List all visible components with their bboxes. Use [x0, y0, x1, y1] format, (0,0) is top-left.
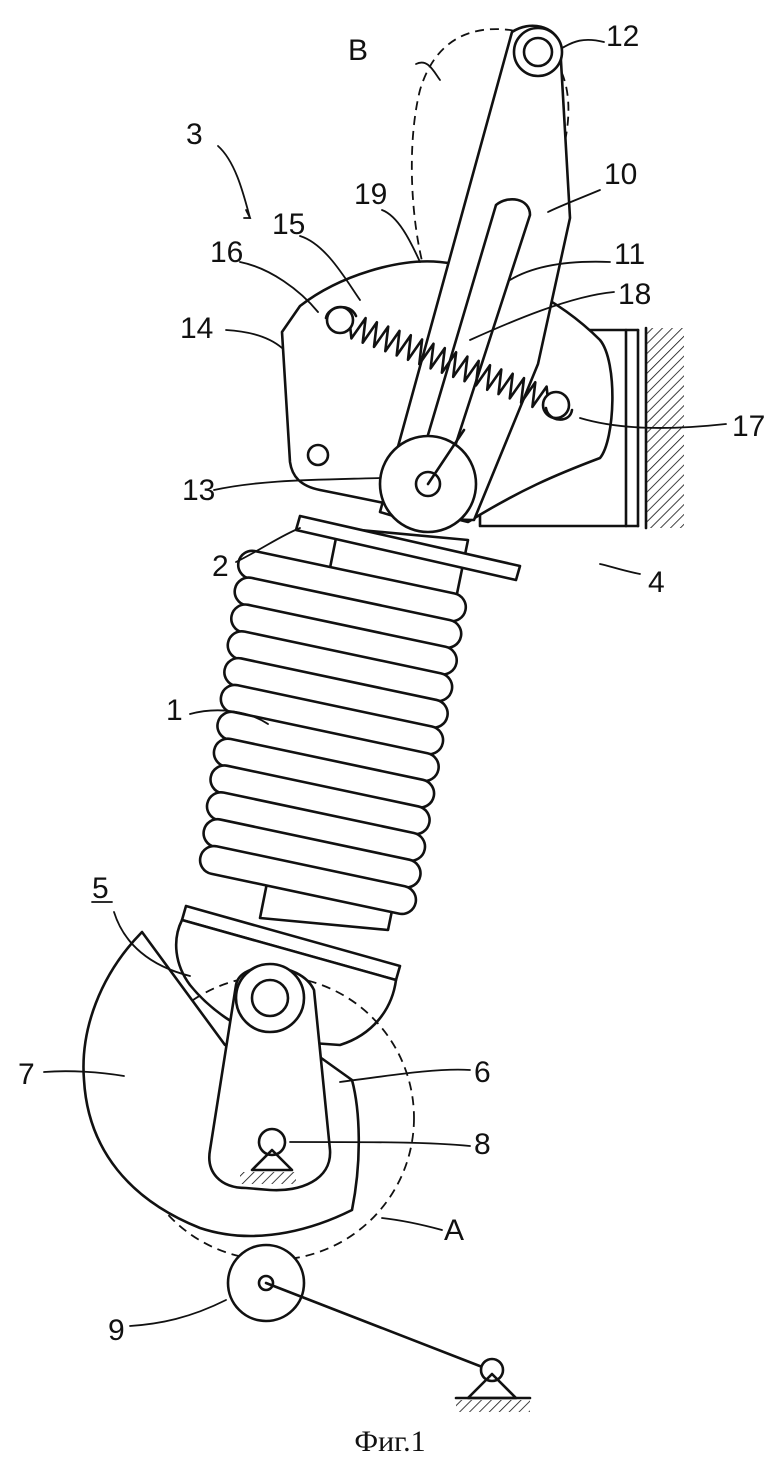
label-11: 11 [614, 238, 645, 271]
tension-spring-15 [348, 316, 550, 409]
hook-17 [544, 406, 574, 421]
label-17: 17 [732, 410, 765, 443]
label-3: 3 [186, 118, 203, 151]
label-4: 4 [648, 566, 665, 599]
spring-coils [348, 316, 550, 409]
label-19: 19 [354, 178, 387, 211]
spring-anchor-17 [541, 390, 571, 420]
ground-hatch-8 [240, 1172, 296, 1184]
label-18: 18 [618, 278, 651, 311]
spring-coil [198, 844, 418, 916]
pivot-8 [257, 1127, 287, 1157]
figure-caption: Фиг.1 [354, 1425, 426, 1458]
ground-hatch [456, 1400, 530, 1412]
compression-spring-1 [198, 549, 468, 916]
leader-lines [43, 38, 727, 1327]
label-10: 10 [604, 158, 637, 191]
label-7: 7 [18, 1058, 35, 1091]
label-8: 8 [474, 1128, 491, 1161]
ground-8 [250, 1148, 294, 1172]
label-6: 6 [474, 1056, 491, 1089]
pin-hole [306, 443, 330, 467]
label-B: B [348, 34, 368, 67]
label-9: 9 [108, 1314, 125, 1347]
pivot-5-inner [250, 978, 290, 1018]
label-14: 14 [180, 312, 213, 345]
label-12: 12 [606, 20, 639, 53]
label-5: 5 [92, 872, 109, 905]
pivot-12-inner [522, 36, 554, 68]
hook-16 [324, 305, 358, 320]
spring-plate-2 [294, 514, 522, 582]
label-15: 15 [272, 208, 305, 241]
label-A: A [444, 1214, 464, 1247]
label-13: 13 [182, 474, 215, 507]
roller-link [426, 428, 466, 486]
ground-pivot [479, 1357, 505, 1383]
label-2: 2 [212, 550, 229, 583]
label-16: 16 [210, 236, 243, 269]
link-9 [264, 1281, 492, 1372]
label-1: 1 [166, 694, 183, 727]
